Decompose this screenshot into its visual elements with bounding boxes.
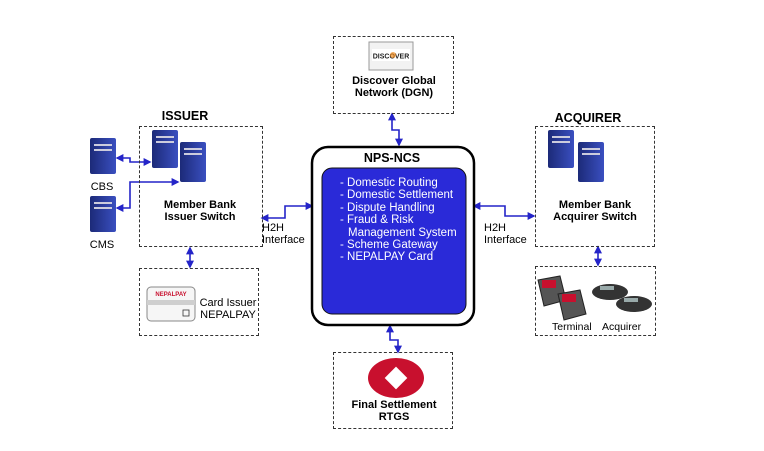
- core-title: NPS-NCS: [363, 151, 421, 165]
- server-icon: [548, 130, 574, 168]
- core-function-item: - Domestic Settlement: [340, 189, 454, 202]
- dgn-to-core-connector: [388, 112, 403, 147]
- cms-label: CMS: [89, 239, 115, 251]
- discover-logo-icon: DISCOVER: [368, 41, 414, 71]
- h2h-interface-right-label: H2H Interface: [484, 222, 527, 246]
- acquirer-switch-label: Member Bank Acquirer Switch: [553, 199, 637, 223]
- rtgs-box: [333, 352, 453, 429]
- nepalpay-card-icon: NEPALPAY: [146, 286, 196, 322]
- rtgs-logo-icon: [368, 358, 424, 398]
- cms-to-issuer-connector: [115, 178, 180, 212]
- h2h-interface-left-label: H2H Interface: [262, 222, 305, 246]
- server-icon: [90, 196, 116, 232]
- terminal-box: [535, 266, 656, 336]
- pos-terminal-icon: [592, 284, 628, 300]
- dgn-box: [333, 36, 454, 114]
- terminal-label: Terminal: [552, 321, 592, 333]
- server-icon: [152, 130, 178, 168]
- core-function-list: - Domestic Routing - Domestic Settlement…: [338, 177, 466, 264]
- cbs-to-issuer-connector: [115, 154, 152, 166]
- card-issuer-box: [139, 268, 259, 336]
- pos-terminal-icon: [616, 296, 652, 312]
- issuer-switch-label: Member Bank Issuer Switch: [163, 199, 237, 223]
- card-issuer-label: Card Issuer NEPALPAY: [199, 297, 257, 321]
- core-function-item: - NEPALPAY Card: [340, 251, 434, 264]
- svg-text:NEPALPAY: NEPALPAY: [155, 292, 186, 298]
- server-icon: [180, 142, 206, 182]
- connectors: [115, 112, 602, 354]
- server-icon: [578, 142, 604, 182]
- server-icon: [90, 138, 116, 174]
- core-function-item: - Dispute Handling: [340, 201, 435, 214]
- issuer-box: [139, 126, 263, 247]
- core-to-acquirer-connector: [472, 202, 536, 220]
- acquirer-box: [535, 126, 655, 247]
- core-function-item: - Domestic Routing: [340, 177, 438, 189]
- issuer-heading: ISSUER: [161, 109, 209, 123]
- cbs-label: CBS: [90, 181, 114, 193]
- acquirer-label: Acquirer: [602, 321, 642, 333]
- dgn-label: Discover Global Network (DGN): [352, 75, 436, 99]
- core-to-rtgs-connector: [386, 324, 402, 354]
- issuer-to-core-connector: [260, 202, 314, 222]
- rtgs-label: Final Settlement RTGS: [351, 399, 437, 423]
- core-system: [310, 145, 476, 327]
- acquirer-heading: ACQUIRER: [554, 111, 622, 125]
- core-function-item: - Scheme Gateway: [340, 239, 438, 252]
- pos-terminal-icon: [557, 289, 587, 321]
- core-function-item: - Fraud & Risk Management System: [340, 214, 457, 239]
